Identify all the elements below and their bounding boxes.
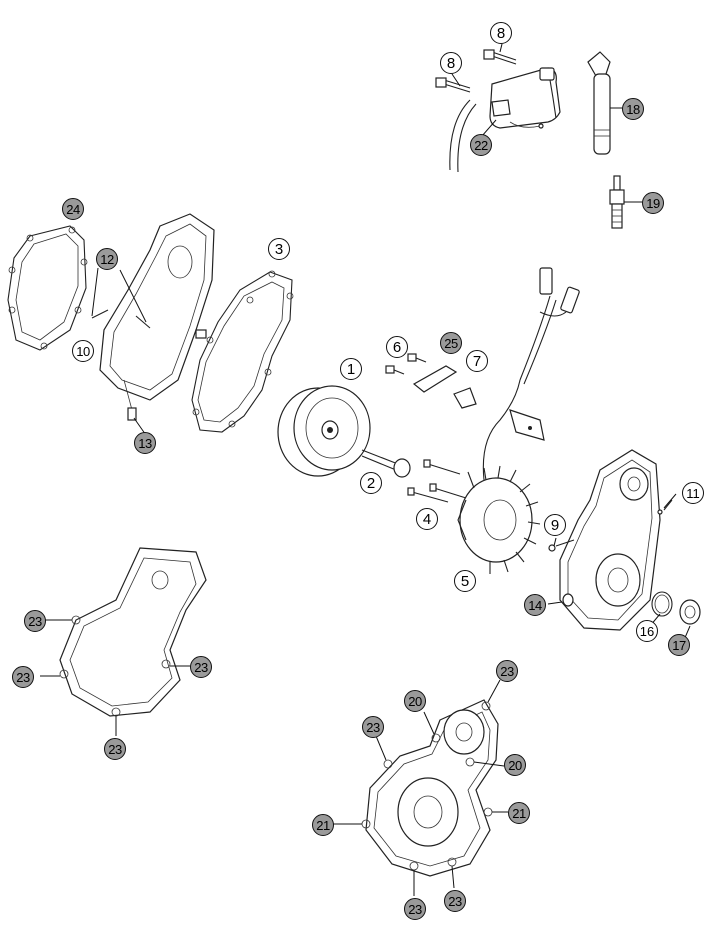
stator-bolts: [407, 459, 467, 503]
callout-9: 9: [544, 514, 566, 536]
ignition-cover-gasket: [191, 270, 294, 433]
callout-16: 16: [636, 620, 658, 642]
callout-23-left-right: 23: [190, 656, 212, 678]
callout-12: 12: [96, 248, 118, 270]
callout-20-top: 20: [404, 690, 426, 712]
rotor: [277, 385, 371, 477]
clutch-side-cover: [40, 547, 207, 736]
callout-23-left-top: 23: [24, 610, 46, 632]
rotor-bolt: [361, 449, 411, 478]
cable-clip: [453, 387, 477, 409]
cable-holder-plate: [412, 365, 458, 393]
callout-6: 6: [386, 336, 408, 358]
ignition-cover-outer: [91, 213, 215, 421]
callout-25: 25: [440, 332, 462, 354]
callout-23-left-mid: 23: [12, 666, 34, 688]
callout-13: 13: [134, 432, 156, 454]
o-ring: [651, 591, 673, 617]
cable-holder-screws: [385, 353, 427, 375]
callout-24: 24: [62, 198, 84, 220]
callout-23-left-bottom: 23: [104, 738, 126, 760]
callout-23-bottom-left: 23: [362, 716, 384, 738]
screw-plug: [679, 599, 701, 625]
callout-4: 4: [416, 508, 438, 530]
callout-17: 17: [668, 634, 690, 656]
ignition-cover: [548, 449, 673, 631]
callout-19: 19: [642, 192, 664, 214]
spark-plug-connector: [587, 51, 611, 155]
callout-1: 1: [340, 358, 362, 380]
callout-7: 7: [466, 350, 488, 372]
ignition-cover-gasket-outer: [7, 225, 88, 351]
callout-20-right: 20: [504, 754, 526, 776]
callout-18: 18: [622, 98, 644, 120]
callout-11: 11: [682, 482, 704, 504]
callout-10: 10: [72, 340, 94, 362]
coil-bolt-right: [483, 49, 517, 65]
callout-8-right: 8: [490, 22, 512, 44]
generator-cover: [332, 679, 508, 896]
callout-22: 22: [470, 134, 492, 156]
callout-3: 3: [268, 238, 290, 260]
ignition-coil: [449, 67, 561, 173]
callout-8-left: 8: [440, 52, 462, 74]
callout-23-bottom-b: 23: [444, 890, 466, 912]
callout-23-bottom-top: 23: [496, 660, 518, 682]
callout-2: 2: [360, 472, 382, 494]
spark-plug: [609, 175, 625, 229]
coil-bolt-left: [435, 77, 471, 93]
callout-5: 5: [454, 570, 476, 592]
callout-14: 14: [524, 594, 546, 616]
callout-21-right: 21: [508, 802, 530, 824]
callout-23-bottom-a: 23: [404, 898, 426, 920]
stator: [457, 267, 580, 574]
callout-21-left: 21: [312, 814, 334, 836]
